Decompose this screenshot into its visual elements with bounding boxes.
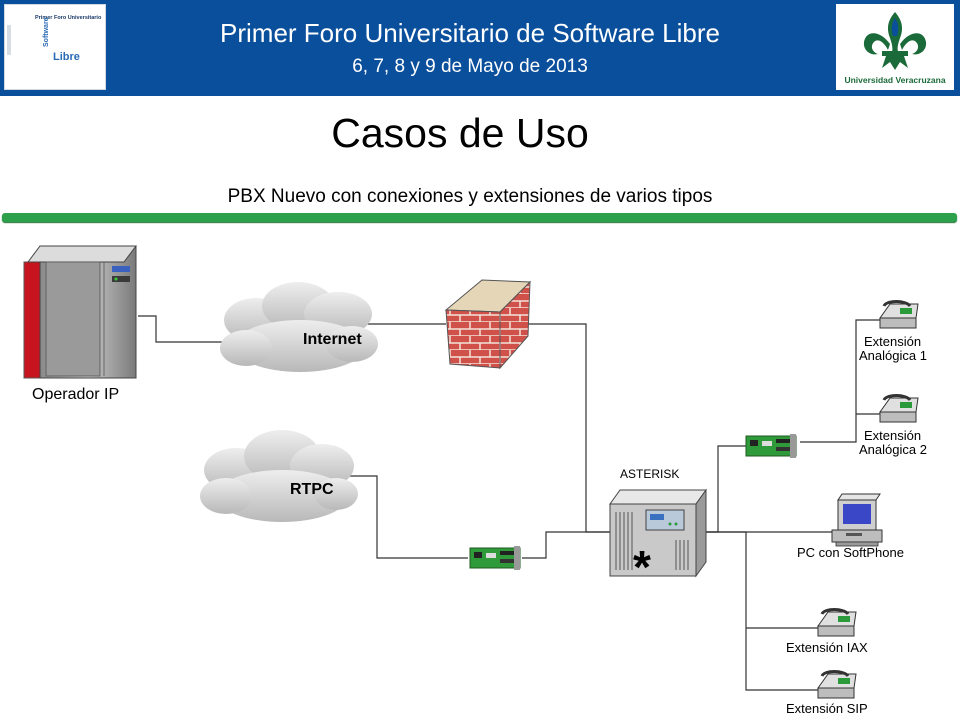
rtpc-cloud-icon: [200, 430, 358, 522]
internet-label: Internet: [303, 331, 362, 348]
university-logo: Universidad Veracruzana: [836, 4, 954, 90]
line-rtpc-card: [344, 475, 468, 559]
header-band: Primer Foro Universitario Software Libre…: [0, 0, 960, 96]
analog-ext-1-line1: Extensión: [864, 334, 921, 349]
analog-phone-1-icon: [879, 300, 919, 329]
logo-strip: [7, 25, 11, 55]
pc-softphone-label: PC con SoftPhone: [797, 545, 904, 560]
analog-ext-2-line1: Extensión: [864, 428, 921, 443]
event-title: Primer Foro Universitario de Software Li…: [220, 18, 720, 48]
sip-ext-label: Extensión SIP: [786, 701, 868, 716]
sip-phone-icon: [817, 670, 857, 699]
analog-ext-2-line2: Analógica 2: [859, 442, 927, 457]
rtpc-label: RTPC: [290, 481, 334, 498]
asterisk-logo: *: [633, 541, 651, 593]
interface-card-rtpc-icon: [469, 546, 521, 570]
forum-logo-big-word: Libre: [53, 51, 80, 63]
connection-lines: [138, 315, 880, 691]
asterisk-label: ASTERISK: [620, 467, 679, 481]
iax-phone-icon: [817, 608, 857, 637]
university-name: Universidad Veracruzana: [844, 75, 946, 85]
line-card-asterisk: [522, 531, 610, 559]
firewall-icon: [444, 279, 532, 370]
pc-softphone-icon: [831, 493, 883, 547]
green-divider: [2, 213, 957, 222]
forum-logo-title: Primer Foro Universitario: [35, 15, 102, 21]
line-operador-internet: [138, 315, 230, 343]
line-asterisk-analog-card: [706, 445, 746, 533]
interface-card-analog-icon: [745, 434, 797, 458]
line-firewall-asterisk: [522, 323, 610, 533]
analog-ext-1-line2: Analógica 1: [859, 348, 927, 363]
iax-ext-label: Extensión IAX: [786, 640, 868, 655]
slide-title: Casos de Uso: [331, 110, 589, 156]
fleur-de-lis-icon: [863, 12, 927, 70]
line-analog-card-phones: [800, 319, 880, 443]
ip-operator-server: [23, 245, 137, 379]
asterisk-server-icon: [609, 488, 707, 578]
internet-cloud-icon: [220, 282, 378, 372]
line-asterisk-iax-sip: [706, 531, 820, 691]
analog-phone-2-icon: [879, 394, 919, 423]
forum-logo: Primer Foro Universitario Software Libre: [4, 4, 106, 90]
operador-ip-label: Operador IP: [32, 386, 119, 403]
slide-subtitle: PBX Nuevo con conexiones y extensiones d…: [227, 186, 713, 207]
event-dates: 6, 7, 8 y 9 de Mayo de 2013: [352, 56, 588, 77]
